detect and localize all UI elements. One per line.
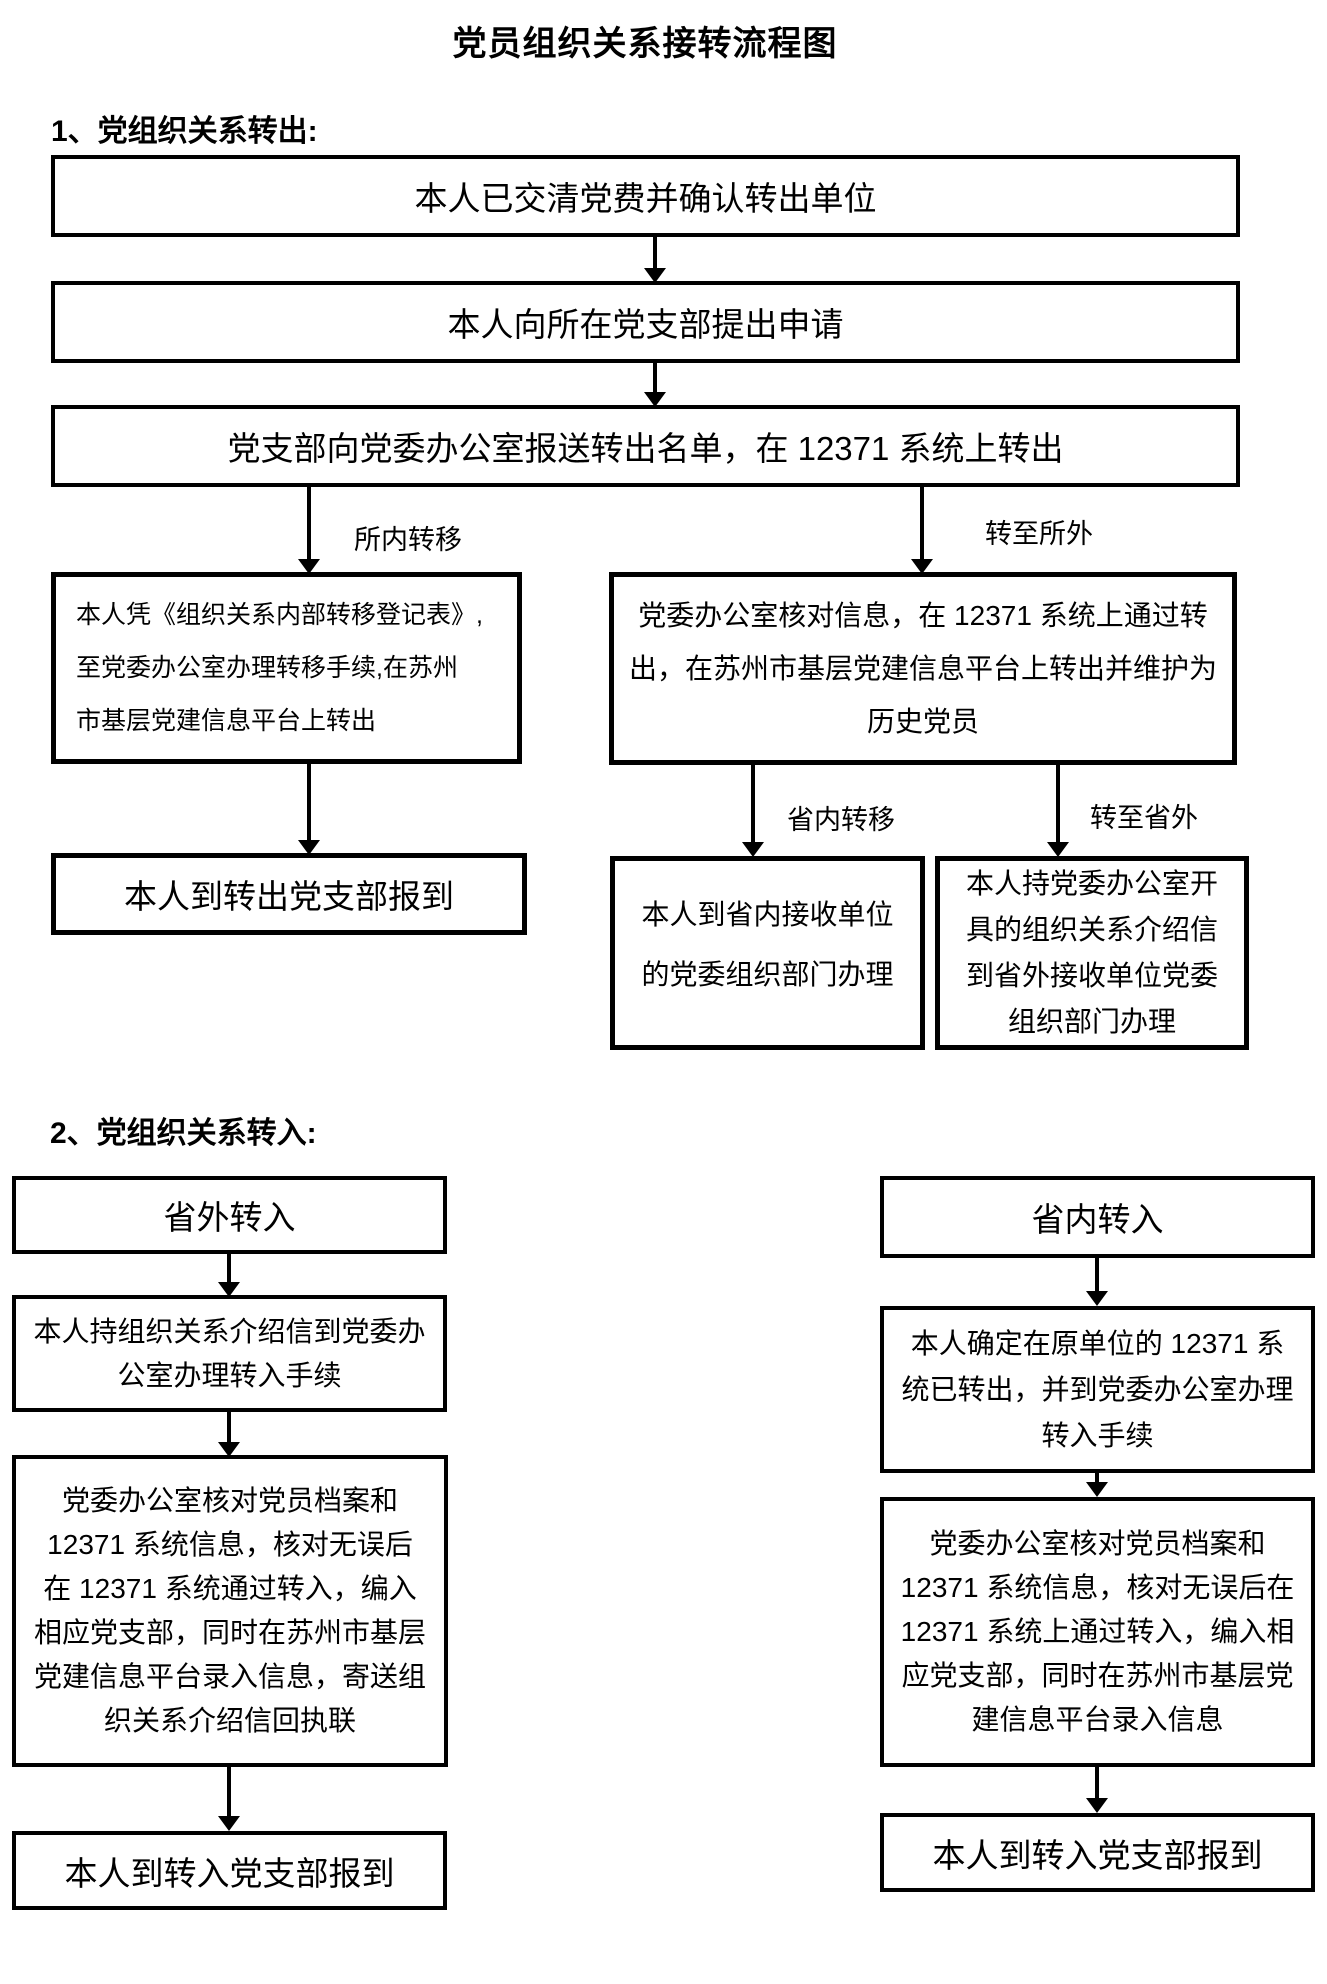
section1-heading: 1、党组织关系转出: xyxy=(51,115,318,148)
box-apply-text: 本人向所在党支部提出申请 xyxy=(447,306,844,343)
right-step2-line2: 12371 系统信息，核对无误后在 xyxy=(900,1572,1295,1603)
box-in-province-in-title: 省内转入 xyxy=(880,1176,1315,1258)
box-apply: 本人向所在党支部提出申请 xyxy=(51,281,1240,363)
box-external-line3: 历史党员 xyxy=(866,706,979,737)
arrow-branch-internal xyxy=(298,487,320,574)
arrow-left-3 xyxy=(218,1767,240,1831)
box-in-province-line1: 本人到省内接收单位 xyxy=(641,899,894,930)
box-fees-paid: 本人已交清党费并确认转出单位 xyxy=(51,155,1240,237)
box-in-province-line2: 的党委组织部门办理 xyxy=(641,959,894,990)
left-step1-line1: 本人持组织关系介绍信到党委办 xyxy=(33,1315,426,1347)
right-step1-line3: 转入手续 xyxy=(1041,1419,1154,1451)
box-external-line1: 党委办公室核对信息，在 12371 系统上通过转 xyxy=(638,600,1208,631)
arrow-branch-external xyxy=(911,487,933,574)
box-out-province-in-report: 本人到转入党支部报到 xyxy=(12,1831,447,1910)
right-step2-line5: 建信息平台录入信息 xyxy=(971,1704,1224,1735)
box-fees-paid-text: 本人已交清党费并确认转出单位 xyxy=(414,180,877,217)
section2-heading: 2、党组织关系转入: xyxy=(50,1117,317,1150)
box-out-province-in-title: 省外转入 xyxy=(12,1176,447,1254)
label-internal-transfer: 所内转移 xyxy=(354,525,462,555)
right-step2-line3: 12371 系统上通过转入，编入相 xyxy=(900,1616,1295,1647)
box-out-province-in-report-text: 本人到转入党支部报到 xyxy=(64,1854,395,1892)
label-in-province-transfer: 省内转移 xyxy=(787,805,895,835)
right-step2-line1: 党委办公室核对党员档案和 xyxy=(929,1528,1266,1559)
arrow-left-1 xyxy=(218,1254,240,1297)
box-report-out-branch: 本人到转出党支部报到 xyxy=(51,853,527,935)
box-out-province-in-step1: 本人持组织关系介绍信到党委办 公室办理转入手续 xyxy=(12,1295,447,1412)
box-report-list-text: 党支部向党委办公室报送转出名单，在 12371 系统上转出 xyxy=(227,430,1064,467)
box-in-province-in-step1: 本人确定在原单位的 12371 系 统已转出，并到党委办公室办理 转入手续 xyxy=(880,1306,1315,1473)
arrow-paid-to-apply xyxy=(644,237,666,283)
box-external-line2: 出，在苏州市基层党建信息平台上转出并维护为 xyxy=(628,653,1217,684)
box-internal-line1: 本人凭《组织关系内部转移登记表》, xyxy=(76,600,483,629)
box-out-province-line2: 具的组织关系介绍信 xyxy=(965,914,1218,945)
box-report-out-branch-text: 本人到转出党支部报到 xyxy=(124,878,454,915)
left-step2-line6: 织关系介绍信回执联 xyxy=(103,1705,356,1736)
arrow-right-3 xyxy=(1086,1767,1108,1813)
right-step1-line1: 本人确定在原单位的 12371 系 xyxy=(910,1327,1285,1359)
right-step2-line4: 应党支部，同时在苏州市基层党 xyxy=(901,1660,1294,1691)
arrow-internal-to-report xyxy=(298,764,320,855)
box-in-province-in-step2: 党委办公室核对党员档案和 12371 系统信息，核对无误后在 12371 系统上… xyxy=(880,1497,1315,1767)
right-step1-line2: 统已转出，并到党委办公室办理 xyxy=(901,1373,1294,1405)
left-step2-line4: 相应党支部，同时在苏州市基层 xyxy=(33,1617,426,1648)
box-in-province-in-report-text: 本人到转入党支部报到 xyxy=(932,1836,1263,1874)
box-internal-transfer: 本人凭《组织关系内部转移登记表》, 至党委办公室办理转移手续,在苏州 市基层党建… xyxy=(51,572,522,764)
box-out-province-in-title-text: 省外转入 xyxy=(163,1199,296,1236)
arrow-left-2 xyxy=(218,1412,240,1457)
page-title: 党员组织关系接转流程图 xyxy=(452,25,838,63)
box-out-province-in-step2: 党委办公室核对党员档案和 12371 系统信息，核对无误后 在 12371 系统… xyxy=(12,1455,448,1767)
box-internal-line3: 市基层党建信息平台上转出 xyxy=(76,706,377,735)
box-external-transfer: 党委办公室核对信息，在 12371 系统上通过转 出，在苏州市基层党建信息平台上… xyxy=(609,572,1237,765)
box-out-province-line3: 到省外接收单位党委 xyxy=(965,960,1218,991)
left-step2-line3: 在 12371 系统通过转入，编入 xyxy=(43,1573,417,1604)
left-step2-line5: 党建信息平台录入信息，寄送组 xyxy=(33,1661,426,1692)
left-step2-line2: 12371 系统信息，核对无误后 xyxy=(47,1529,413,1560)
box-out-province-line1: 本人持党委办公室开 xyxy=(965,868,1218,899)
arrow-branch-out-province xyxy=(1047,765,1069,857)
label-out-province-transfer: 转至省外 xyxy=(1090,803,1198,833)
arrow-branch-in-province xyxy=(742,765,764,857)
arrow-apply-to-report xyxy=(644,363,666,407)
label-external-transfer: 转至所外 xyxy=(985,519,1093,549)
box-in-province-in-title-text: 省内转入 xyxy=(1031,1201,1164,1238)
box-out-province-handle: 本人持党委办公室开 具的组织关系介绍信 到省外接收单位党委 组织部门办理 xyxy=(935,856,1249,1050)
left-step1-line2: 公室办理转入手续 xyxy=(117,1359,342,1391)
box-in-province-in-report: 本人到转入党支部报到 xyxy=(880,1813,1315,1892)
box-out-province-line4: 组织部门办理 xyxy=(1007,1006,1176,1037)
arrow-right-2 xyxy=(1086,1473,1108,1497)
box-report-list: 党支部向党委办公室报送转出名单，在 12371 系统上转出 xyxy=(51,405,1240,487)
box-in-province-handle: 本人到省内接收单位 的党委组织部门办理 xyxy=(610,856,925,1050)
left-step2-line1: 党委办公室核对党员档案和 xyxy=(61,1485,398,1516)
box-internal-line2: 至党委办公室办理转移手续,在苏州 xyxy=(76,653,458,682)
arrow-right-1 xyxy=(1086,1258,1108,1306)
